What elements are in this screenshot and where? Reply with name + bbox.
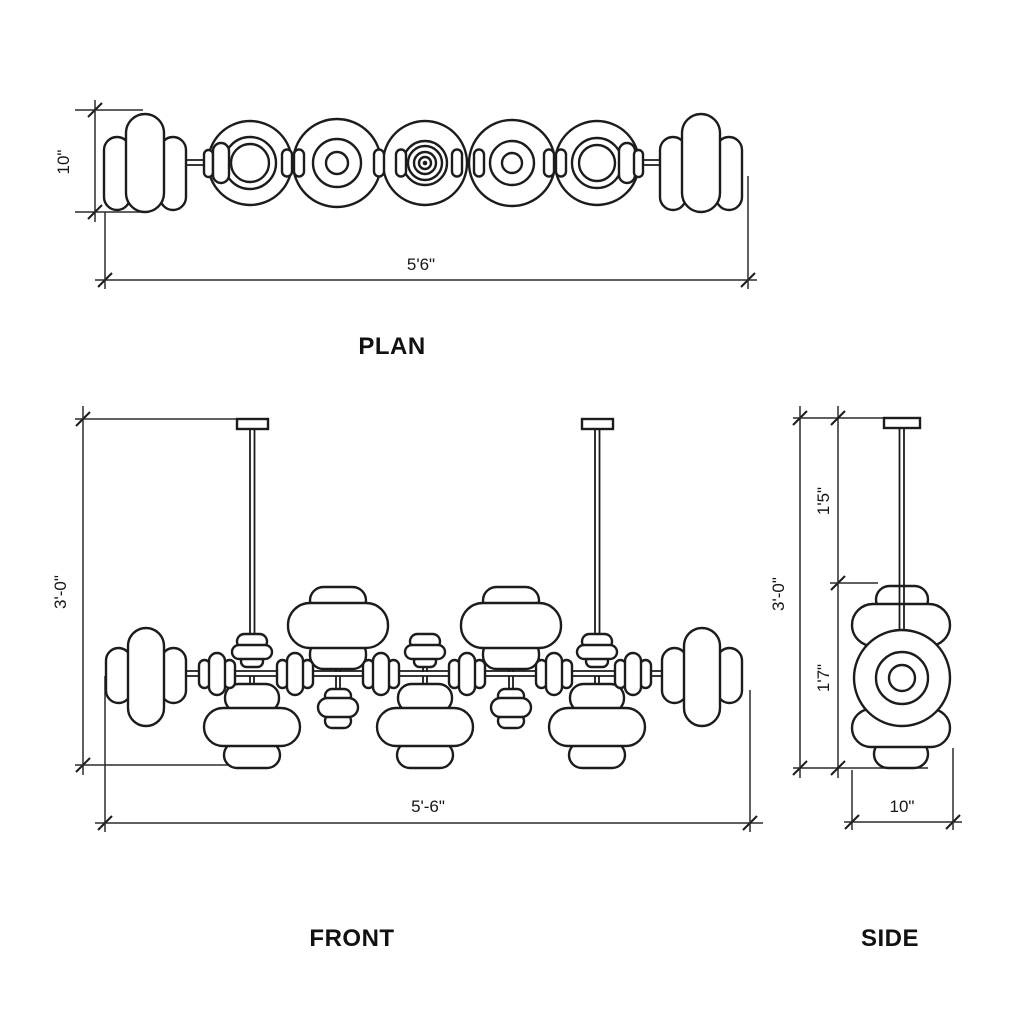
front-small-lower-shades xyxy=(316,687,533,730)
plan-disc-bullseye-center xyxy=(381,119,469,207)
plan-left-end-shade xyxy=(102,112,188,214)
plan-disc-concentric-left xyxy=(291,117,383,209)
side-disc xyxy=(852,628,952,728)
front-connector xyxy=(197,651,237,697)
front-connector xyxy=(275,651,315,697)
front-width-dimension: 5'-6" xyxy=(411,797,445,816)
side-view: 3'-0" 1'5" 1'7" 10" SIDE xyxy=(769,406,962,952)
plan-width-dimension: 5'6" xyxy=(407,255,435,274)
front-connector xyxy=(613,651,653,697)
front-small-upper-shades xyxy=(230,632,619,669)
plan-connectors xyxy=(202,141,645,185)
front-main-rod xyxy=(186,670,662,677)
plan-right-end-shade xyxy=(658,112,744,214)
plan-view-label: PLAN xyxy=(358,333,425,360)
front-ceiling-mounts xyxy=(235,417,615,640)
front-height-dimension: 3'-0" xyxy=(51,575,70,609)
front-width-dimension-lines xyxy=(95,676,763,832)
front-large-upper-shades xyxy=(286,585,563,671)
front-view-label: FRONT xyxy=(309,925,394,952)
front-left-end-shade xyxy=(104,626,188,728)
plan-depth-dimension-lines xyxy=(75,100,143,222)
side-height-dimension: 3'-0" xyxy=(769,577,788,611)
plan-depth-dimension: 10" xyxy=(54,150,73,175)
side-width-dimension: 10" xyxy=(890,797,915,816)
plan-view: 10" 5'6" PLAN xyxy=(54,100,757,360)
front-connector xyxy=(447,651,487,697)
front-large-lower-shades xyxy=(202,682,647,770)
side-view-label: SIDE xyxy=(861,925,919,952)
side-segment-dimension-lines xyxy=(830,406,878,778)
front-right-end-shade xyxy=(660,626,744,728)
front-connector xyxy=(534,651,574,697)
front-rod-connectors xyxy=(197,651,653,697)
side-fixture-height-dimension: 1'7" xyxy=(814,664,833,692)
side-rod-drop-dimension: 1'5" xyxy=(814,487,833,515)
side-ceiling-plate xyxy=(882,416,922,430)
plan-width-dimension-lines xyxy=(95,176,757,289)
front-view: 3'-0" 5'-6" FRONT xyxy=(51,406,763,952)
side-width-dimension-lines xyxy=(844,748,962,830)
plan-disc-ring-right xyxy=(553,119,641,207)
front-connector xyxy=(361,651,401,697)
